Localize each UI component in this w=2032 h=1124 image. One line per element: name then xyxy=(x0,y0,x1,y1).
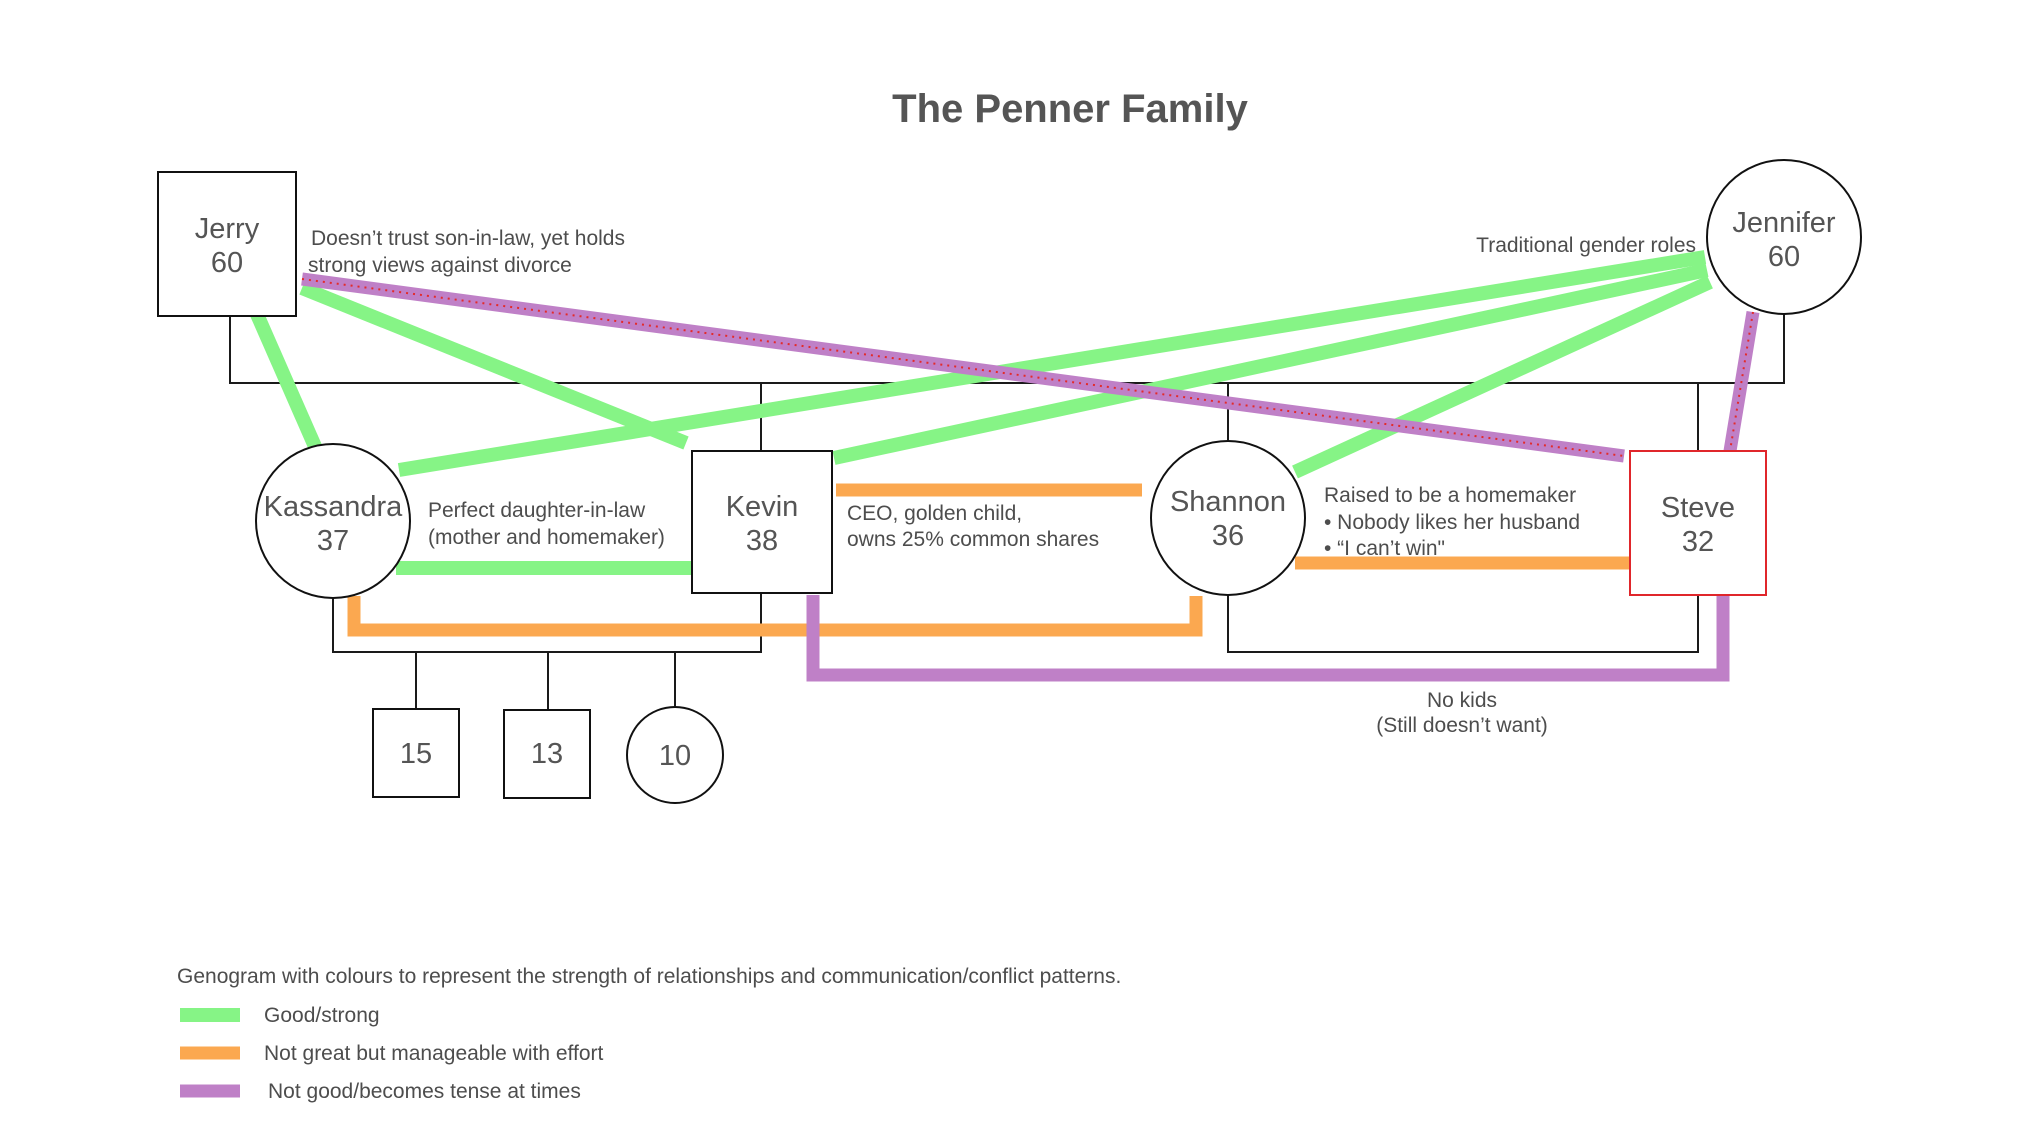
person-jennifer: Jennifer 60 xyxy=(1706,159,1862,315)
person-age: 60 xyxy=(211,247,243,279)
legend-label-bad: Not good/becomes tense at times xyxy=(268,1080,581,1103)
note-steve: No kids (Still doesn’t want) xyxy=(1376,689,1548,737)
kassandra-kevin-marriage-line xyxy=(332,593,762,653)
legend: Genogram with colours to represent the s… xyxy=(177,965,1121,1103)
person-name: Kevin xyxy=(726,491,799,523)
note-shannon: Raised to be a homemaker • Nobody likes … xyxy=(1324,484,1580,560)
note-line: Raised to be a homemaker xyxy=(1324,484,1576,507)
female-symbol xyxy=(626,706,724,804)
note-line: CEO, golden child, xyxy=(847,502,1022,525)
person-name: Steve xyxy=(1661,492,1735,524)
bad-kevin-steve xyxy=(806,595,1730,682)
female-symbol xyxy=(1706,159,1862,315)
note-line: • Nobody likes her husband xyxy=(1324,511,1580,534)
person-shannon: Shannon 36 xyxy=(1150,440,1306,596)
relationship-lines xyxy=(249,250,1760,682)
male-symbol xyxy=(1629,450,1767,596)
person-name: Shannon xyxy=(1170,486,1286,518)
person-name: Jennifer xyxy=(1732,207,1836,239)
note-kassandra: Perfect daughter-in-law (mother and home… xyxy=(428,499,665,549)
good-jennifer-kevin xyxy=(832,263,1709,465)
note-line: Doesn’t trust son-in-law, yet holds xyxy=(311,227,625,250)
person-jerry: Jerry 60 xyxy=(157,171,297,317)
note-jerry: Doesn’t trust son-in-law, yet holds stro… xyxy=(308,227,625,277)
good-jennifer-shannon xyxy=(1292,275,1713,479)
dotted-jerry-steve xyxy=(301,278,1625,457)
person-age: 38 xyxy=(746,525,778,557)
note-line: (mother and homemaker) xyxy=(428,526,665,549)
note-line: (Still doesn’t want) xyxy=(1376,714,1548,737)
note-jennifer: Traditional gender roles xyxy=(1476,234,1696,257)
good-jerry-kevin xyxy=(299,281,689,450)
dotted-jennifer-steve xyxy=(1729,311,1754,452)
note-line: • “I can’t win" xyxy=(1324,537,1445,560)
note-line: strong views against divorce xyxy=(308,254,572,277)
person-age: 10 xyxy=(659,740,691,772)
note-line: No kids xyxy=(1427,689,1497,712)
legend-label-good: Good/strong xyxy=(264,1004,380,1027)
note-kevin: CEO, golden child, owns 25% common share… xyxy=(847,502,1099,551)
shannon-steve-marriage-line xyxy=(1227,594,1699,653)
legend-caption: Genogram with colours to represent the s… xyxy=(177,965,1121,988)
person-kevin: Kevin 38 xyxy=(691,450,833,594)
person-child-10: 10 xyxy=(626,706,724,804)
legend-label-ok: Not great but manageable with effort xyxy=(264,1042,603,1065)
male-symbol xyxy=(503,709,591,799)
note-line: owns 25% common shares xyxy=(847,528,1099,551)
person-age: 32 xyxy=(1682,526,1714,558)
person-age: 60 xyxy=(1768,241,1800,273)
person-age: 37 xyxy=(317,525,349,557)
female-symbol xyxy=(1150,440,1306,596)
person-age: 13 xyxy=(531,738,563,770)
male-symbol xyxy=(691,450,833,594)
person-child-15: 15 xyxy=(372,708,460,798)
parents-marriage-line xyxy=(229,312,1785,384)
female-symbol xyxy=(255,443,411,599)
family-structure-lines xyxy=(229,312,1785,710)
ok-kassandra-shannon xyxy=(347,596,1203,637)
person-kassandra: Kassandra 37 xyxy=(255,443,411,599)
diagram-title: The Penner Family xyxy=(892,87,1248,131)
person-name: Jerry xyxy=(195,213,260,245)
note-line: Perfect daughter-in-law xyxy=(428,499,646,522)
good-jennifer-kassandra xyxy=(397,250,1707,477)
person-age: 36 xyxy=(1212,520,1244,552)
person-steve: Steve 32 xyxy=(1629,450,1767,596)
person-child-13: 13 xyxy=(503,709,591,799)
good-jerry-kassandra xyxy=(249,309,324,454)
person-age: 15 xyxy=(400,738,432,770)
male-symbol xyxy=(157,171,297,317)
person-name: Kassandra xyxy=(264,491,404,523)
male-symbol xyxy=(372,708,460,798)
